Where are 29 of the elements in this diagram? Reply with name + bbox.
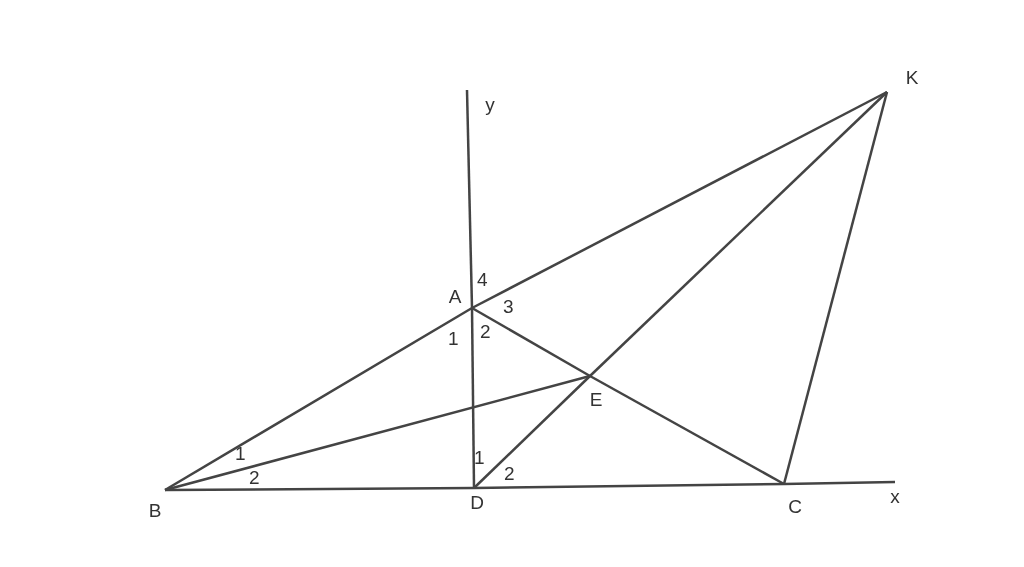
line-segment: [782, 91, 889, 485]
point-label: E: [588, 389, 604, 411]
point-label: K: [904, 67, 920, 89]
point-label: A: [447, 286, 463, 308]
point-label: y: [484, 94, 496, 116]
line-segment: [589, 91, 888, 377]
point-label: D: [469, 492, 485, 514]
point-label: x: [889, 486, 901, 508]
line-segment: [471, 90, 888, 310]
line-segment: [465, 89, 474, 309]
angle-number: 2: [249, 467, 260, 489]
line-segment: [470, 308, 476, 488]
angle-number: 2: [504, 463, 515, 485]
line-segment: [164, 306, 473, 492]
line-segment: [164, 374, 591, 492]
line-segment: [473, 375, 591, 489]
point-label: B: [147, 500, 163, 522]
angle-number: 4: [477, 269, 488, 291]
line-segment: [471, 306, 591, 378]
point-label: C: [787, 496, 803, 518]
angle-number: 3: [503, 296, 514, 318]
angle-number: 1: [448, 328, 459, 350]
line-segment: [783, 480, 896, 486]
angle-number: 2: [480, 321, 491, 343]
line-segment: [165, 486, 474, 492]
line-segment: [474, 482, 784, 490]
angle-number: 1: [235, 443, 246, 465]
angle-number: 1: [474, 447, 485, 469]
line-segment: [589, 374, 785, 486]
